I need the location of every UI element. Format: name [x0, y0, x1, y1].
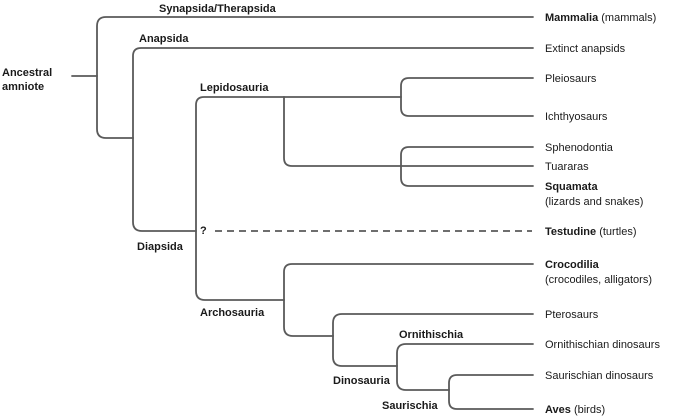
taxon-label-pleiosaurs: Pleiosaurs: [545, 73, 597, 85]
branch-ichthyosaurs: [400, 96, 534, 117]
taxon-label-aves: Aves (birds): [545, 404, 605, 416]
branch-pterosaurs: [332, 313, 534, 337]
branch-aves: [448, 389, 534, 410]
branch-dinosauria: [332, 335, 398, 367]
taxon-label-ichthyosaurs: Ichthyosaurs: [545, 111, 608, 123]
branch-ornithodira: [283, 299, 334, 337]
branch-synapsida: [96, 16, 534, 77]
branch-pleiosaurs: [400, 77, 534, 98]
taxon-common-squamata: (lizards and snakes): [545, 196, 643, 208]
branch-ornithischia: [396, 343, 534, 367]
taxon-name-squamata: Squamata: [545, 181, 598, 193]
taxon-common-mammalia: (mammals): [598, 12, 656, 24]
branch-diapsida: [132, 137, 197, 232]
clade-label-archosauria: Archosauria: [200, 307, 265, 319]
tree-branches: [71, 16, 534, 410]
clade-label-synapsida: Synapsida/Therapsida: [159, 3, 277, 15]
branch-anapsida: [132, 47, 534, 139]
taxon-label-sphenodontia: Sphenodontia: [545, 142, 614, 154]
root-label-line2: amniote: [2, 81, 44, 93]
taxon-label-saurischian-dinosaurs: Saurischian dinosaurs: [545, 370, 654, 382]
clade-label-saurischia: Saurischia: [382, 400, 439, 412]
branch-saurischia: [396, 365, 450, 391]
taxon-label-extinct-anapsids: Extinct anapsids: [545, 43, 626, 55]
taxon-name-aves: Aves: [545, 404, 571, 416]
branch-sphenodontia: [400, 146, 534, 167]
taxon-common-aves: (birds): [571, 404, 605, 416]
branch-crocodilia: [283, 263, 534, 301]
clade-label-anapsida: Anapsida: [139, 33, 189, 45]
clade-label-dinosauria: Dinosauria: [333, 375, 391, 387]
taxon-label-testudine: Testudine (turtles): [545, 226, 636, 238]
clade-label-lepidosauria: Lepidosauria: [200, 82, 269, 94]
taxon-common-crocodilia: (crocodiles, alligators): [545, 274, 652, 286]
taxon-labels: Mammalia (mammals) Extinct anapsids Plei…: [545, 12, 660, 416]
root-label-line1: Ancestral: [2, 67, 52, 79]
taxon-label-ornithischian-dinosaurs: Ornithischian dinosaurs: [545, 339, 660, 351]
branch-archosauria: [195, 230, 285, 301]
taxon-name-testudine: Testudine: [545, 226, 596, 238]
clade-label-uncertain: ?: [200, 225, 207, 237]
taxon-label-pterosaurs: Pterosaurs: [545, 309, 599, 321]
clade-label-diapsida: Diapsida: [137, 241, 184, 253]
branch-lepidosauria: [195, 96, 285, 232]
taxon-label-mammalia: Mammalia (mammals): [545, 12, 656, 24]
taxon-name-crocodilia: Crocodilia: [545, 259, 600, 271]
taxon-common-testudine: (turtles): [596, 226, 636, 238]
taxon-name-mammalia: Mammalia: [545, 12, 599, 24]
branch-sphenodontia-squamata: [283, 96, 402, 167]
taxon-label-tuararas: Tuararas: [545, 161, 589, 173]
clade-label-ornithischia: Ornithischia: [399, 329, 464, 341]
branch-squamata: [400, 165, 534, 187]
clade-labels: Ancestral amniote Synapsida/Therapsida A…: [2, 3, 464, 412]
branch-saurischian-dinosaurs: [448, 374, 534, 391]
branch-rest: [96, 75, 134, 139]
